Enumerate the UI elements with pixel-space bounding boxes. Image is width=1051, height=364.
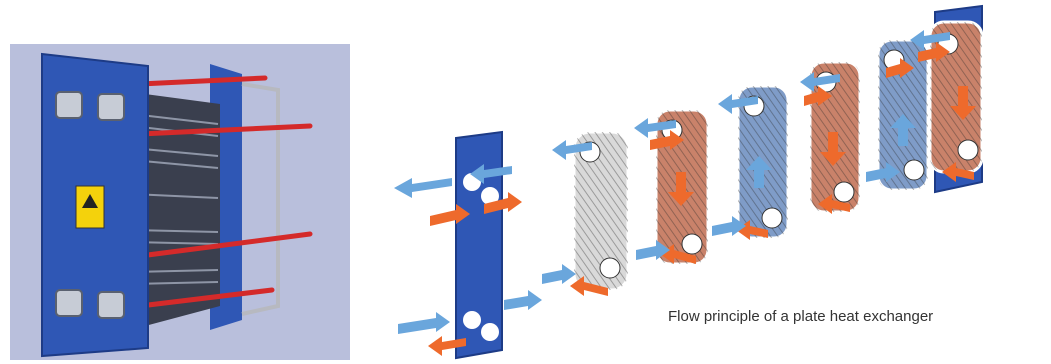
- plate-1: [574, 132, 628, 290]
- front-frame-plate: [456, 132, 502, 358]
- cold-flow-arrow: [504, 290, 542, 310]
- plate-heat-exchanger-photo: [10, 44, 350, 360]
- cold-flow-arrow: [398, 312, 450, 334]
- cold-flow-arrow: [394, 178, 452, 198]
- diagram-caption: Flow principle of a plate heat exchanger: [668, 308, 933, 325]
- cold-flow-arrow: [542, 264, 576, 284]
